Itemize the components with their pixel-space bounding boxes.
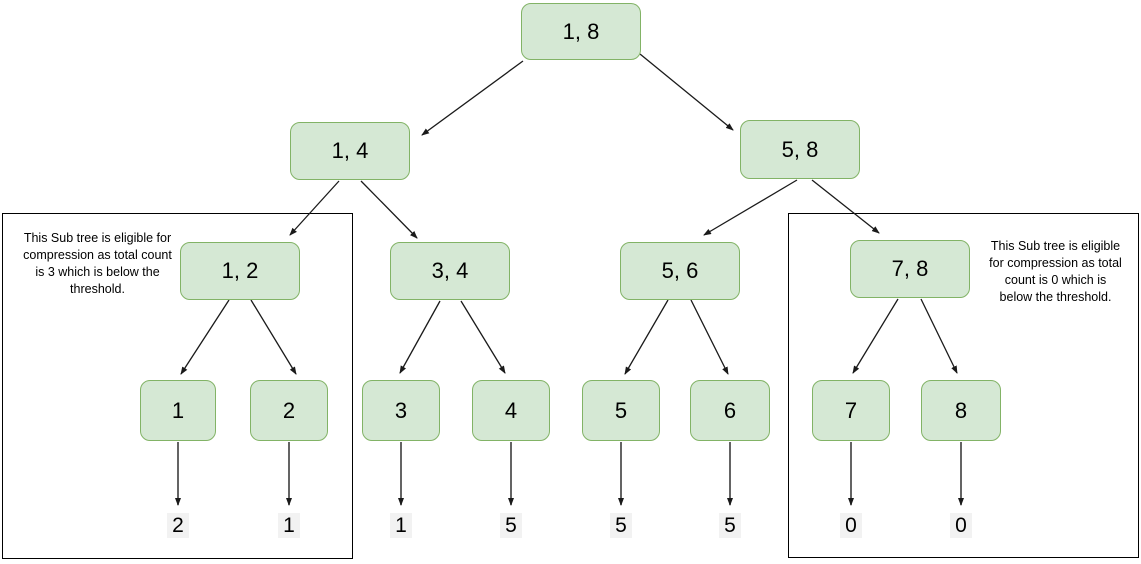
annotation-right-line-3: count is 0 which is bbox=[1004, 272, 1107, 287]
annotation-left-line-1: This Sub tree is eligible for bbox=[23, 231, 172, 245]
node-range-1-4: 1, 4 bbox=[290, 122, 410, 180]
leaf-count-5: 5 bbox=[593, 513, 649, 538]
leaf-count-2: 1 bbox=[261, 513, 317, 538]
leaf-node-2: 2 bbox=[250, 380, 328, 441]
leaf-node-3: 3 bbox=[362, 380, 440, 441]
node-range-3-4: 3, 4 bbox=[390, 242, 510, 300]
annotation-left-line-3: is 3 which is below the bbox=[35, 264, 160, 279]
annotation-right-line-2: for compression as total bbox=[989, 255, 1122, 270]
leaf-count-4: 5 bbox=[483, 513, 539, 538]
node-range-1-2: 1, 2 bbox=[180, 242, 300, 300]
annotation-left-line-4: threshold. bbox=[70, 281, 125, 296]
leaf-node-1: 1 bbox=[140, 380, 216, 441]
annotation-right-line-1: This Sub tree is eligible bbox=[990, 239, 1121, 253]
annotation-left-line-2: compression as total count bbox=[23, 247, 172, 262]
leaf-count-1: 2 bbox=[150, 513, 206, 538]
leaf-count-3: 1 bbox=[373, 513, 429, 538]
node-range-5-6: 5, 6 bbox=[620, 242, 740, 300]
node-range-5-8: 5, 8 bbox=[740, 120, 860, 179]
leaf-count-2-value: 1 bbox=[278, 513, 300, 538]
leaf-count-4-value: 5 bbox=[500, 513, 522, 538]
leaf-count-7-value: 0 bbox=[840, 513, 862, 538]
annotation-right: This Sub tree is eligible for compressio… bbox=[978, 238, 1133, 306]
node-range-7-8: 7, 8 bbox=[850, 240, 970, 298]
leaf-count-6-value: 5 bbox=[719, 513, 741, 538]
compression-box-left bbox=[2, 213, 353, 559]
leaf-node-4: 4 bbox=[472, 380, 550, 441]
leaf-node-6: 6 bbox=[690, 380, 770, 441]
leaf-count-1-value: 2 bbox=[167, 513, 189, 538]
leaf-count-7: 0 bbox=[823, 513, 879, 538]
annotation-right-line-4: below the threshold. bbox=[999, 289, 1112, 304]
leaf-count-3-value: 1 bbox=[390, 513, 412, 538]
leaf-count-8: 0 bbox=[933, 513, 989, 538]
leaf-count-6: 5 bbox=[702, 513, 758, 538]
leaf-count-8-value: 0 bbox=[950, 513, 972, 538]
annotation-left: This Sub tree is eligible for compressio… bbox=[0, 230, 195, 298]
leaf-count-5-value: 5 bbox=[610, 513, 632, 538]
node-range-1-8: 1, 8 bbox=[521, 3, 641, 60]
leaf-node-8: 8 bbox=[921, 380, 1001, 441]
leaf-node-7: 7 bbox=[812, 380, 890, 441]
compression-box-right bbox=[788, 213, 1139, 558]
leaf-node-5: 5 bbox=[582, 380, 660, 441]
